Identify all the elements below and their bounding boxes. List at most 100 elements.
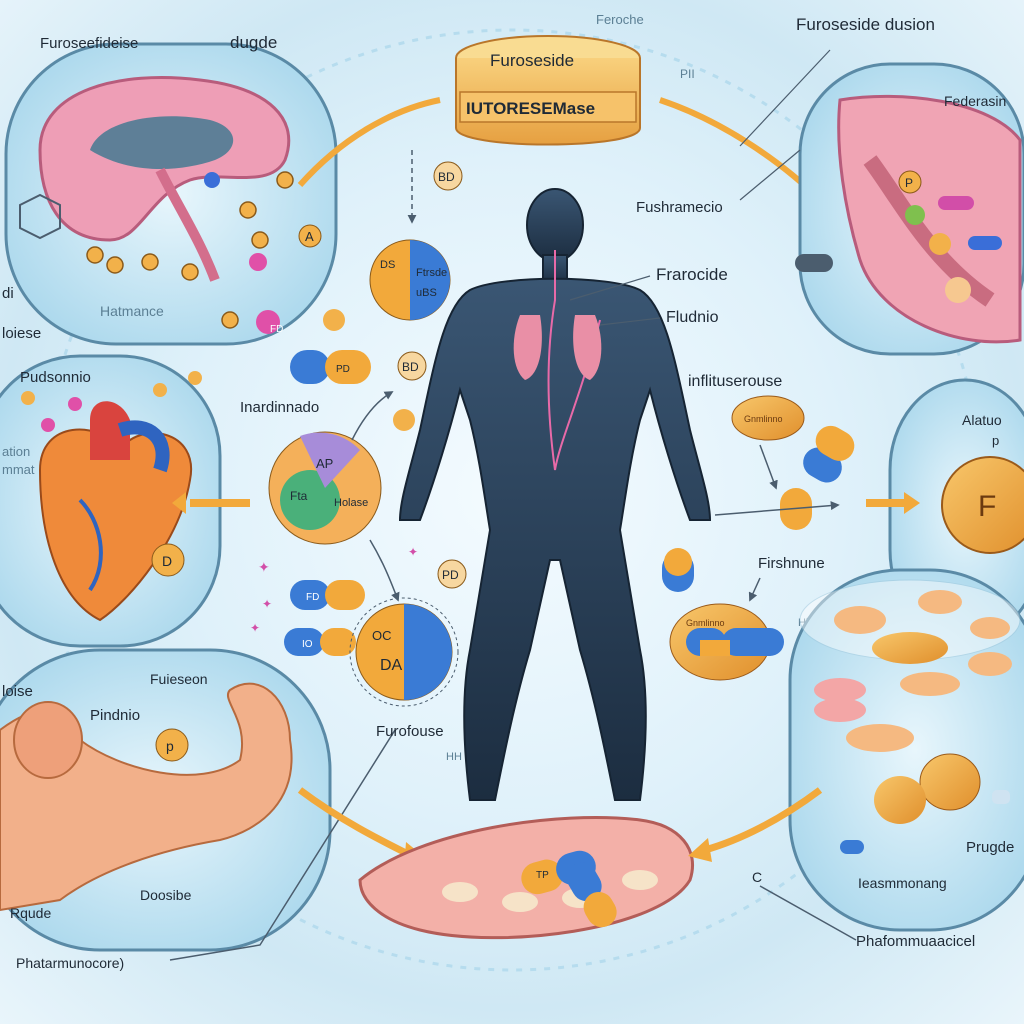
lung-left — [513, 315, 542, 380]
capsule-3-label: IO — [302, 639, 313, 650]
f-tablet-letter: F — [978, 490, 996, 523]
heart-side-label-1: ation — [2, 444, 30, 459]
leader-bottom-right — [759, 885, 857, 941]
sparkle-icon-4: ✦ — [250, 621, 260, 635]
jar-bottom-label: IUTORESEMase — [466, 99, 595, 118]
letter-p2-badge: p — [155, 728, 189, 762]
left-edge-label-1: di — [2, 285, 14, 302]
svg-text:BD: BD — [438, 170, 455, 184]
arrow-pills-to-intestine — [704, 787, 823, 854]
leader-line-top-right — [739, 49, 831, 147]
info-circle-3 — [349, 597, 459, 707]
bottom-left-label-2: Phatarmunocore) — [16, 955, 124, 971]
leader-line-1 — [569, 275, 651, 301]
intestine-tray — [358, 816, 695, 940]
arrow-firstnune — [748, 577, 761, 602]
muscle-label-1: Fuieseon — [150, 671, 208, 687]
organ-panel-label: Federasin — [944, 93, 1006, 109]
arrow-muscle-to-intestine — [297, 787, 412, 859]
muscle-label-3: Doosibe — [140, 887, 192, 903]
bottom-right-label-1: Prugde — [966, 839, 1014, 856]
heart-side-label-2: mmat — [2, 462, 35, 477]
center-label-3: Fludnio — [666, 309, 719, 326]
oval-tablet — [731, 395, 805, 441]
info-circle-3-a: OC — [372, 628, 392, 643]
top-center-small-label: Feroche — [596, 12, 644, 27]
center-label-2: Frarocide — [656, 265, 728, 284]
info-circle-2-b: Fta — [290, 489, 308, 503]
bd-badge-2: BD — [397, 351, 427, 381]
artery-line — [547, 250, 601, 471]
svg-text:BD: BD — [402, 360, 419, 374]
f-panel-label-2: p — [992, 433, 999, 448]
big-tablet-with-capsule — [669, 603, 784, 681]
letter-a-badge: A — [298, 224, 322, 248]
intestine-capsule-label: TP — [536, 870, 549, 881]
info-circle-2-a: AP — [316, 456, 333, 471]
arrow-jar-to-stomach — [297, 97, 441, 187]
furosemide-jar — [455, 35, 641, 146]
capsule-1-label: PD — [336, 364, 350, 375]
capsule-3 — [284, 628, 356, 656]
svg-text:P: P — [905, 176, 913, 190]
pill-label-d-small: FD — [270, 324, 283, 335]
arrow-to-right — [714, 501, 840, 516]
arrow-to-f-panel-head — [904, 492, 920, 514]
jar-side-label: PII — [680, 67, 695, 81]
molecule-node-pink-2 — [256, 310, 280, 334]
pill-stack-panel — [788, 568, 1024, 932]
arrow-jar-to-kidney — [659, 97, 823, 203]
arrow-to-heart-head — [172, 492, 186, 514]
stomach-title: Furoseefideise — [40, 35, 138, 52]
hexagon-ring — [19, 193, 61, 240]
info-circle-2-c: Holase — [334, 497, 368, 509]
letter-p-badge: P — [898, 170, 922, 194]
jar-top-label: Furoseside — [490, 51, 574, 70]
molecule-chain — [86, 171, 294, 329]
organ-section-panel — [795, 62, 1024, 356]
sparkle-icon-1: ✦ — [258, 559, 270, 575]
info-circle-1-b: Ftrsde — [416, 267, 447, 279]
stomach-panel — [4, 42, 338, 346]
stomach-title-2: dugde — [230, 33, 277, 52]
firstnune-label: Firshnune — [758, 555, 825, 572]
muscle-panel — [0, 648, 332, 952]
info-circle-1-c: uBS — [416, 287, 437, 299]
bd-badge-1: BD — [433, 161, 463, 191]
bottom-right-label-2: Ieasmmonang — [858, 875, 947, 891]
svg-text:PD: PD — [442, 568, 459, 582]
leader-line-mid-right — [739, 149, 801, 201]
capsule-right-3 — [662, 548, 694, 592]
f-panel-label-1: Alatuo — [962, 412, 1002, 428]
big-tablet-label: Gnmlinno — [686, 618, 725, 628]
letter-d-badge: D — [151, 543, 185, 577]
oval-tablet-label: Gnmlinno — [744, 414, 783, 424]
leader-bottom-left — [169, 729, 396, 961]
capsule-1 — [290, 350, 371, 384]
arrow-tablet-down — [759, 444, 778, 490]
molecule-node-pink — [249, 253, 267, 271]
furofouse-label: Furofouse — [376, 723, 444, 740]
c-marker: C — [752, 869, 762, 885]
arrow-pills-head — [688, 838, 712, 862]
info-circle-3-b: DA — [380, 657, 403, 674]
sparkle-icon-2: ✦ — [262, 597, 272, 611]
heart-title: Pudsonnio — [20, 369, 91, 386]
lung-right — [573, 315, 602, 380]
sparkle-icon-3: ✦ — [408, 545, 418, 559]
svg-text:D: D — [162, 553, 172, 569]
muscle-label-2: Pindnio — [90, 707, 140, 724]
muscle-left-edge-label: loise — [2, 683, 33, 700]
svg-text:A: A — [305, 229, 314, 244]
capsule-2 — [290, 580, 365, 610]
pd-badge: PD — [437, 559, 467, 589]
small-tablet-1 — [323, 309, 345, 331]
info-circle-1-a: DS — [380, 259, 395, 271]
capsule-right-1 — [803, 425, 855, 483]
heart-panel — [0, 354, 222, 648]
molecule-node-blue — [204, 172, 220, 188]
leader-line-2 — [599, 317, 661, 326]
stomach-sub-label: Hatmance — [100, 303, 164, 319]
center-label-1: Fushramecio — [636, 199, 723, 216]
